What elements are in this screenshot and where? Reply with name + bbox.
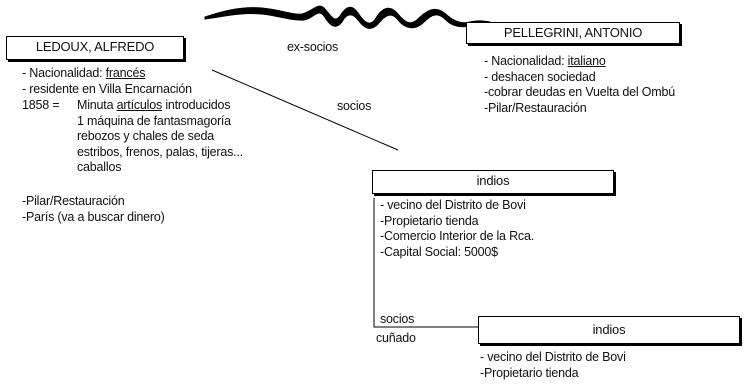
ledoux-name: LEDOUX, ALFREDO xyxy=(35,39,155,54)
indios-item: -Capital Social: 5000$ xyxy=(380,244,498,259)
indios-bracket-line xyxy=(373,198,478,328)
indios-box-2: indios xyxy=(478,316,740,344)
ledoux-residence: - residente en Villa Encarnación xyxy=(22,81,192,96)
pellegrini-nationality-value: italiano xyxy=(567,54,606,68)
socios-diagonal-line xyxy=(211,69,399,151)
indios-item: -Propietario tienda xyxy=(380,213,479,228)
indios-box: indios xyxy=(372,170,614,194)
indios-item-2: -Propietario tienda xyxy=(480,365,579,380)
indios-item: - vecino del Distrito de Bovi xyxy=(380,198,526,212)
indios-item-2: - vecino del Distrito de Bovi xyxy=(480,350,626,364)
ex-socios-wavy-line xyxy=(204,5,491,29)
pellegrini-item: -Pilar/Restauración xyxy=(484,100,587,115)
ledoux-year: 1858 = xyxy=(22,98,60,112)
ledoux-item: -Pilar/Restauración xyxy=(22,194,125,208)
socios-label: socios xyxy=(337,99,372,113)
ledoux-other-items: -Pilar/Restauración -París (va a buscar … xyxy=(22,194,165,225)
ledoux-name-box: LEDOUX, ALFREDO xyxy=(6,36,184,60)
cunado-label: cuñado xyxy=(376,331,416,345)
ledoux-good: 1 máquina de fantasmagoría xyxy=(77,113,231,128)
ledoux-minuta: Minuta artículos introducidos xyxy=(77,98,231,112)
socios-bracket-label: socios xyxy=(380,312,415,326)
ledoux-details: - Nacionalidad: francés - residente en V… xyxy=(22,66,192,97)
ledoux-nationality: - Nacionalidad: francés xyxy=(22,66,146,80)
pellegrini-item: -cobrar deudas en Vuelta del Ombú xyxy=(484,85,675,100)
indios-title-2: indios xyxy=(592,322,626,337)
indios-details-2: - vecino del Distrito de Bovi -Propietar… xyxy=(480,350,626,381)
pellegrini-item: - deshacen sociedad xyxy=(484,69,596,84)
ledoux-minuta-articulos: artículos xyxy=(116,98,163,112)
ledoux-nationality-value: francés xyxy=(105,66,146,80)
pellegrini-name-box: PELLEGRINI, ANTONIO xyxy=(466,22,680,44)
indios-item: -Comercio Interior de la Rca. xyxy=(380,229,534,244)
ledoux-minuta-list: Minuta artículos introducidos 1 máquina … xyxy=(77,98,243,176)
ledoux-good: estribos, frenos, palas, tijeras... xyxy=(77,144,243,159)
ledoux-good: caballos xyxy=(77,160,122,175)
pellegrini-name: PELLEGRINI, ANTONIO xyxy=(503,25,643,40)
ledoux-good: rebozos y chales de seda xyxy=(77,129,214,144)
ex-socios-label: ex-socios xyxy=(287,40,338,54)
indios-details: - vecino del Distrito de Bovi -Propietar… xyxy=(380,198,534,260)
pellegrini-details: - Nacionalidad: italiano - deshacen soci… xyxy=(484,54,675,116)
pellegrini-nationality: - Nacionalidad: italiano xyxy=(484,54,606,68)
indios-title: indios xyxy=(476,173,510,188)
ledoux-item: -París (va a buscar dinero) xyxy=(22,209,165,224)
